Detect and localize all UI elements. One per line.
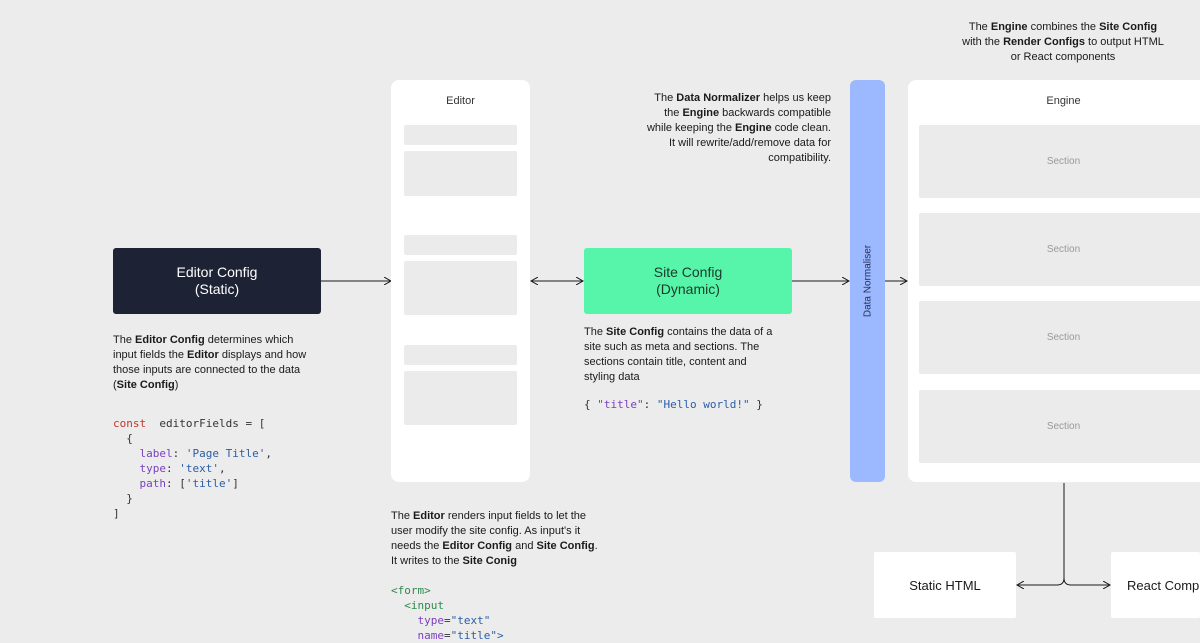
- code-line: type: 'text',: [139, 462, 226, 475]
- code-line: label: 'Page Title',: [139, 447, 272, 460]
- editor-fields-code: const editorFields = [ { label: 'Page Ti…: [113, 416, 272, 521]
- note-line: or React components: [1010, 51, 1116, 63]
- code-line: ]: [113, 507, 120, 520]
- note-line: compatibility.: [768, 152, 831, 164]
- code-line: <input: [404, 599, 444, 612]
- note-line: (Site Config): [113, 379, 179, 391]
- data-normaliser-node: Data Normaliser: [850, 80, 885, 482]
- code-line: {: [113, 432, 133, 445]
- editor-config-subtitle: (Static): [194, 281, 240, 297]
- site-config-subtitle: (Dynamic): [656, 281, 720, 297]
- note-line: needs the Editor Config and Site Config.: [391, 540, 598, 552]
- editor-field-input: [404, 261, 517, 315]
- engine-description: The Engine combines the Site Config with …: [948, 20, 1178, 65]
- connector-arrows: [321, 0, 1200, 630]
- code-line: { "title": "Hello world!" }: [584, 398, 763, 411]
- note-line: The Site Config contains the data of a: [584, 326, 773, 338]
- static-html-output: Static HTML: [874, 552, 1016, 618]
- site-config-json: { "title": "Hello world!" }: [584, 397, 763, 412]
- note-line: The Engine combines the Site Config: [968, 21, 1158, 33]
- normalizer-description: The Data Normalizer helps us keep the Eng…: [600, 91, 831, 166]
- editor-panel: Editor: [391, 80, 530, 482]
- code-line: path: ['title']: [139, 477, 239, 490]
- site-config-title: Site Config: [653, 264, 723, 280]
- engine-section: Section: [919, 213, 1200, 286]
- editor-field-input: [404, 371, 517, 425]
- site-config-description: The Site Config contains the data of a si…: [584, 325, 794, 385]
- react-components-output: React Comp: [1111, 552, 1200, 618]
- note-line: The Editor Config determines which: [113, 334, 294, 346]
- editor-field-label: [404, 235, 517, 255]
- note-line: sections contain title, content and: [584, 356, 747, 368]
- editor-config-title: Editor Config: [176, 264, 258, 280]
- code-line: }: [113, 492, 133, 505]
- note-line: those inputs are connected to the data: [113, 364, 301, 376]
- curve-to-static: [1017, 577, 1065, 585]
- note-line: It writes to the Site Conig: [391, 555, 517, 567]
- note-line: the Engine backwards compatible: [664, 107, 831, 119]
- editor-description: The Editor renders input fields to let t…: [391, 509, 611, 569]
- note-line: user modify the site config. As input's …: [391, 525, 581, 537]
- engine-section: Section: [919, 390, 1200, 463]
- engine-section: Section: [919, 125, 1200, 198]
- engine-section: Section: [919, 301, 1200, 374]
- note-line: The Data Normalizer helps us keep: [654, 92, 831, 104]
- note-line: input fields the Editor displays and how: [113, 349, 307, 361]
- site-config-node: Site Config (Dynamic): [584, 248, 792, 314]
- note-line: while keeping the Engine code clean.: [646, 122, 831, 134]
- code-line: const editorFields = [: [113, 417, 266, 430]
- note-line: styling data: [584, 371, 640, 383]
- note-line: The Editor renders input fields to let t…: [391, 510, 587, 522]
- engine-panel: Engine Section Section Section Section: [908, 80, 1200, 482]
- form-code: <form> <input type="text" name="title">: [391, 583, 504, 643]
- editor-config-node: Editor Config (Static): [113, 248, 321, 314]
- editor-field-label: [404, 345, 517, 365]
- editor-panel-title: Editor: [446, 95, 475, 107]
- editor-field-label: [404, 125, 517, 145]
- curve-to-react: [1063, 577, 1110, 585]
- code-line: <form>: [391, 584, 431, 597]
- engine-panel-title: Engine: [1046, 95, 1081, 107]
- react-components-label: React Comp: [1127, 577, 1200, 593]
- editor-field-input: [404, 151, 517, 196]
- note-line: It will rewrite/add/remove data for: [668, 137, 831, 149]
- note-line: with the Render Configs to output HTML: [962, 36, 1164, 48]
- note-line: site such as meta and sections. The: [584, 341, 760, 353]
- code-line: name="title">: [417, 629, 504, 642]
- editor-config-description: The Editor Config determines which input …: [113, 333, 333, 393]
- static-html-label: Static HTML: [909, 577, 981, 593]
- code-line: type="text": [417, 614, 491, 627]
- data-normaliser-label: Data Normaliser: [862, 244, 873, 318]
